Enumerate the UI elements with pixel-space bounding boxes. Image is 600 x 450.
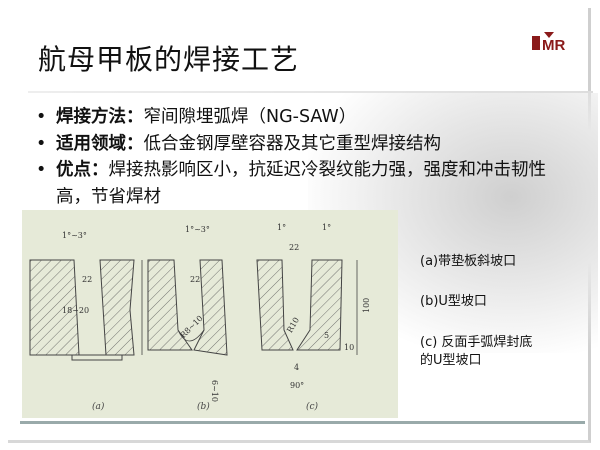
bullet-list: •焊接方法：窄间隙埋弧焊（NG-SAW） •适用领域：低合金钢厚壁容器及其它重型…	[36, 104, 576, 210]
dim-10: 10	[344, 343, 354, 352]
dim-width-c: 22	[289, 243, 299, 252]
dim-angle-c1: 1°	[277, 223, 286, 232]
bullet-item: •适用领域：低合金钢厚壁容器及其它重型焊接结构	[36, 133, 441, 154]
dim-gap-a: 18~20	[62, 306, 89, 315]
figure-label-a: (a)	[92, 402, 105, 412]
figure-label-b: (b)	[197, 402, 210, 412]
caption-b: (b)U型坡口	[420, 294, 487, 309]
dim-width-a: 22	[82, 275, 92, 284]
groove-diagram: 1°~3° 22 18~20 1°~3° 22 R8~10 6~10 1° 1°…	[22, 210, 398, 418]
dim-height: 100	[362, 298, 371, 313]
dim-angle-c2: 1°	[322, 223, 331, 232]
dim-depth-b: 6~10	[210, 380, 219, 402]
dim-bevel: 90°	[290, 381, 304, 390]
dim-radius-c: R10	[285, 316, 301, 335]
dim-angle-a: 1°~3°	[62, 231, 87, 240]
figure-label-c: (c)	[306, 402, 319, 412]
dim-5: 5	[324, 331, 329, 340]
caption-c-line1: (c) 反面手弧焊封底	[420, 335, 533, 350]
footer-divider	[20, 421, 585, 424]
bullet-item: •焊接方法：窄间隙埋弧焊（NG-SAW）	[36, 107, 357, 127]
header-divider	[28, 91, 593, 93]
slide-title: 航母甲板的焊接工艺	[38, 43, 300, 76]
dim-4: 4	[294, 363, 299, 372]
caption-c-line2: 的U型坡口	[420, 353, 482, 368]
caption-a: (a)带垫板斜坡口	[420, 254, 517, 269]
dim-width-b: 22	[190, 275, 200, 284]
dim-angle-b: 1°~3°	[185, 225, 210, 234]
svg-text:MR: MR	[542, 37, 565, 52]
bullet-item: •优点：焊接热影响区小，抗延迟冷裂纹能力强，强度和冲击韧性高，节省焊材	[36, 160, 546, 207]
imr-logo: MR	[532, 32, 565, 52]
